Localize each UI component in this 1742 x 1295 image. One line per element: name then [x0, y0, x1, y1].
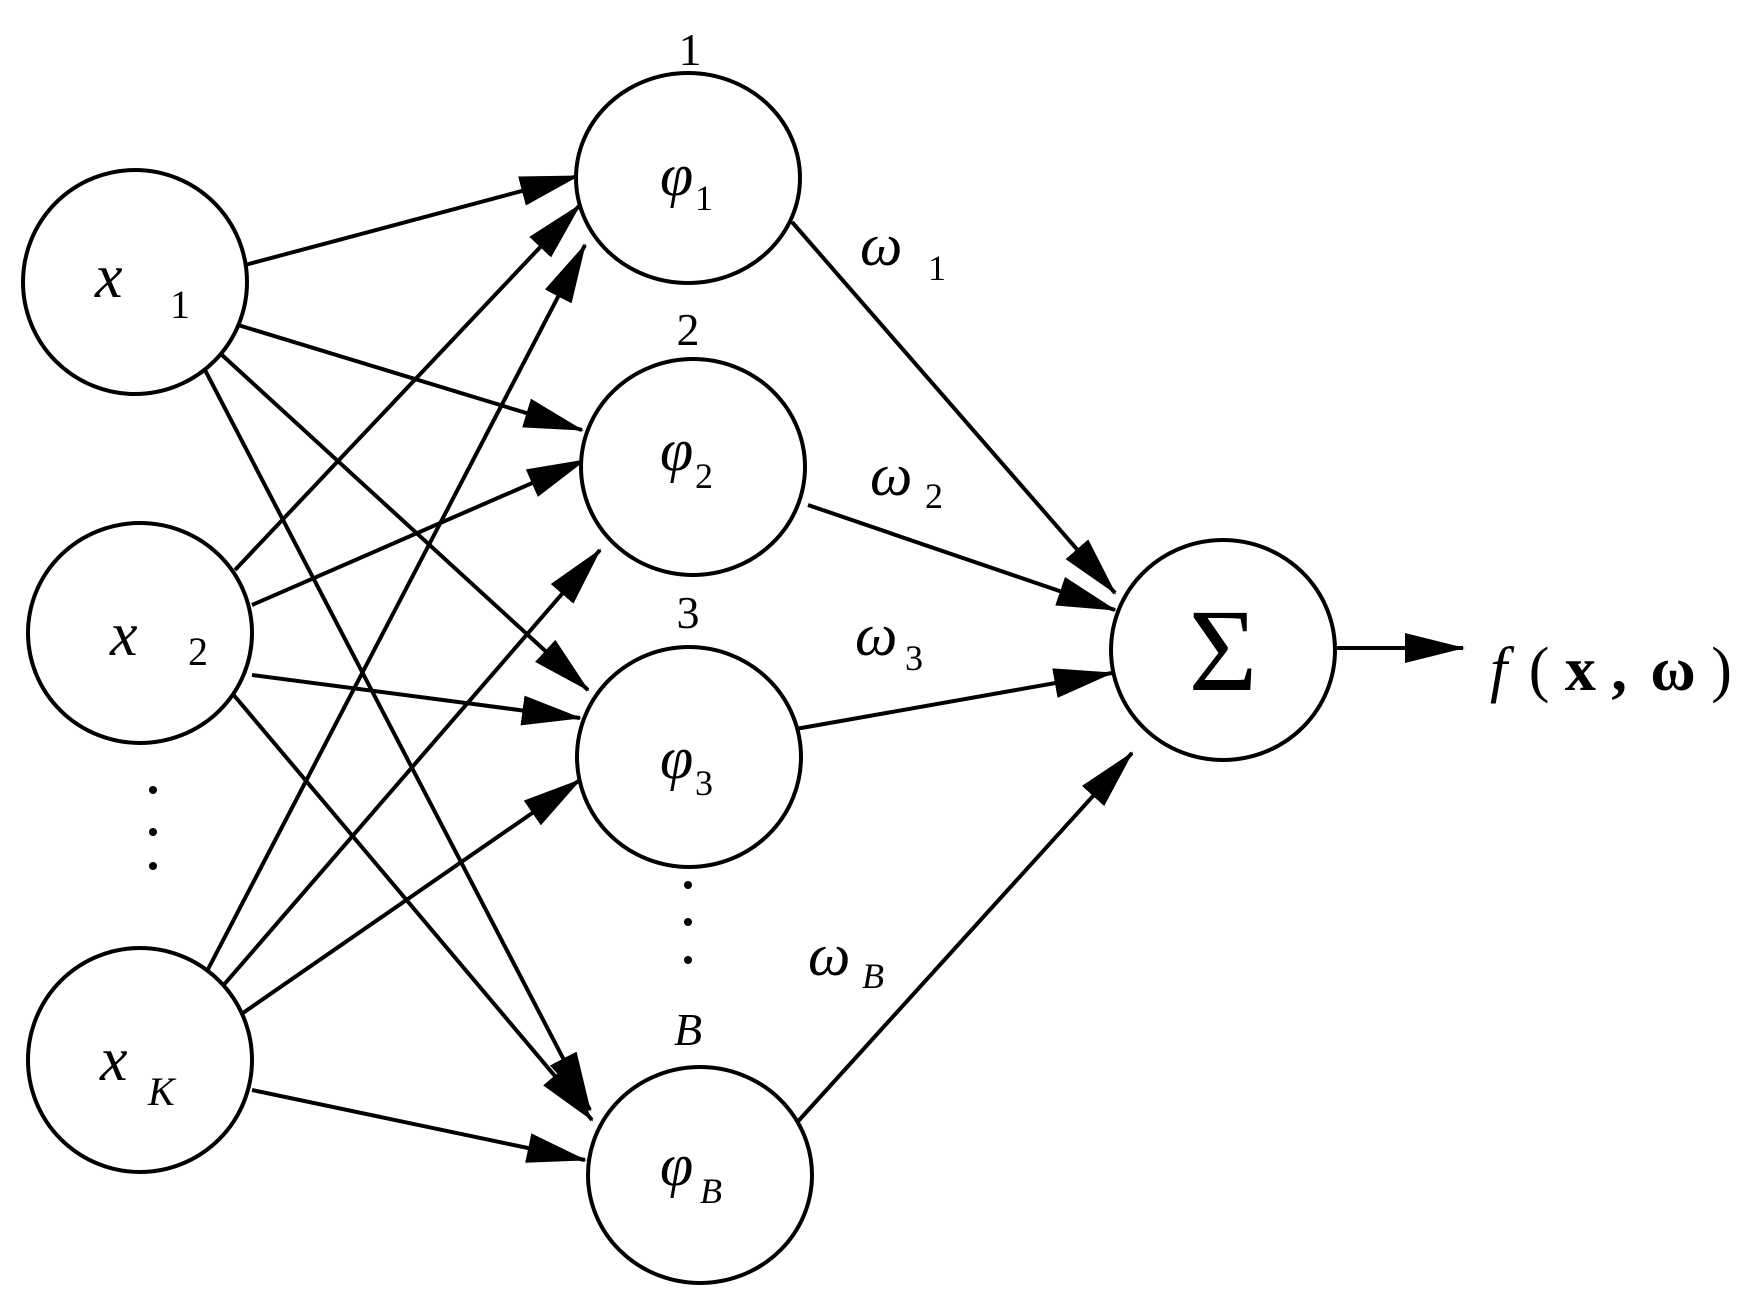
- output-x: x: [1565, 636, 1596, 704]
- svg-text:f ( x ,: f ( x , ω ): [1490, 636, 1732, 704]
- hidden-node-1: 1 φ 1: [574, 24, 802, 285]
- input-node-xK: x K: [26, 946, 254, 1174]
- hidden-node-B: B φ B: [586, 1004, 814, 1285]
- input-xK-var: x: [99, 1026, 128, 1094]
- weight-label-3: ω 3: [855, 602, 923, 678]
- input-x2-sub: 2: [188, 629, 208, 674]
- edge-x2-to-phi3: [251, 673, 582, 726]
- edge-phi1-to-sum: [790, 220, 1117, 595]
- output-omega: ω: [1650, 636, 1695, 704]
- edge-phi2-to-sum: [807, 503, 1117, 612]
- hidden-phi-1-sub: 1: [695, 178, 713, 218]
- input-node-x1: x 1: [21, 168, 249, 396]
- sum-symbol: Σ: [1189, 585, 1258, 716]
- hidden-phi-3: φ: [660, 725, 693, 791]
- weight-1-var: ω: [860, 212, 902, 278]
- hidden-phi-B: φ: [660, 1132, 693, 1198]
- input-x1-sub: 1: [170, 282, 190, 327]
- edge-phiB-to-sum: [790, 751, 1134, 1130]
- edge-xK-to-phi3: [238, 778, 582, 1017]
- hidden-ellipsis: [684, 881, 692, 964]
- weight-label-1: ω 1: [860, 212, 946, 288]
- weight-3-var: ω: [855, 602, 897, 668]
- weight-3-sub: 3: [905, 638, 923, 678]
- edge-xK-to-phiB: [251, 1088, 587, 1163]
- hidden-phi-2-sub: 2: [695, 456, 713, 496]
- hidden-node-3: 3 φ 3: [575, 587, 803, 869]
- weight-1-sub: 1: [928, 248, 946, 288]
- edge-x1-to-phi2: [237, 323, 584, 432]
- edges: [203, 174, 1465, 1163]
- hidden-index-B: B: [674, 1004, 702, 1055]
- hidden-phi-1: φ: [660, 142, 693, 208]
- output-comma: ,: [1611, 636, 1627, 704]
- hidden-phi-2: φ: [660, 417, 693, 483]
- edge-x1-to-phiB: [203, 369, 592, 1112]
- weight-B-var: ω: [808, 922, 850, 988]
- hidden-index-2: 2: [677, 304, 700, 355]
- input-node-x2: x 2: [26, 521, 254, 745]
- output-label: f ( x , ω ): [1490, 636, 1732, 704]
- hidden-index-3: 3: [677, 587, 700, 638]
- edge-xK-to-phi1: [203, 243, 587, 976]
- edge-x2-to-phiB: [230, 691, 594, 1122]
- weight-label-B: ω B: [808, 922, 884, 996]
- hidden-phi-B-sub: B: [700, 1171, 722, 1211]
- input-x1-var: x: [94, 243, 123, 311]
- input-xK-sub: K: [147, 1069, 177, 1114]
- edge-xK-to-phi2: [213, 548, 602, 997]
- output-f: f: [1490, 636, 1515, 704]
- weight-2-sub: 2: [925, 476, 943, 516]
- edge-x2-to-phi1: [233, 203, 582, 572]
- hidden-node-2: 2 φ 2: [579, 304, 807, 577]
- output-open-paren: (: [1529, 636, 1550, 704]
- sum-node: Σ: [1109, 538, 1337, 762]
- weight-2-var: ω: [870, 442, 912, 508]
- edge-x1-to-phi3: [220, 353, 590, 692]
- edge-x2-to-phi2: [251, 458, 587, 607]
- weight-B-sub: B: [862, 956, 884, 996]
- input-ellipsis: [149, 786, 157, 870]
- input-x2-var: x: [109, 601, 138, 669]
- edge-x1-to-phi1: [244, 174, 580, 267]
- output-close-paren: ): [1711, 636, 1732, 704]
- hidden-phi-3-sub: 3: [695, 763, 713, 803]
- edge-phi3-to-sum: [789, 668, 1114, 732]
- weight-label-2: ω 2: [870, 442, 943, 516]
- hidden-index-1: 1: [679, 24, 702, 75]
